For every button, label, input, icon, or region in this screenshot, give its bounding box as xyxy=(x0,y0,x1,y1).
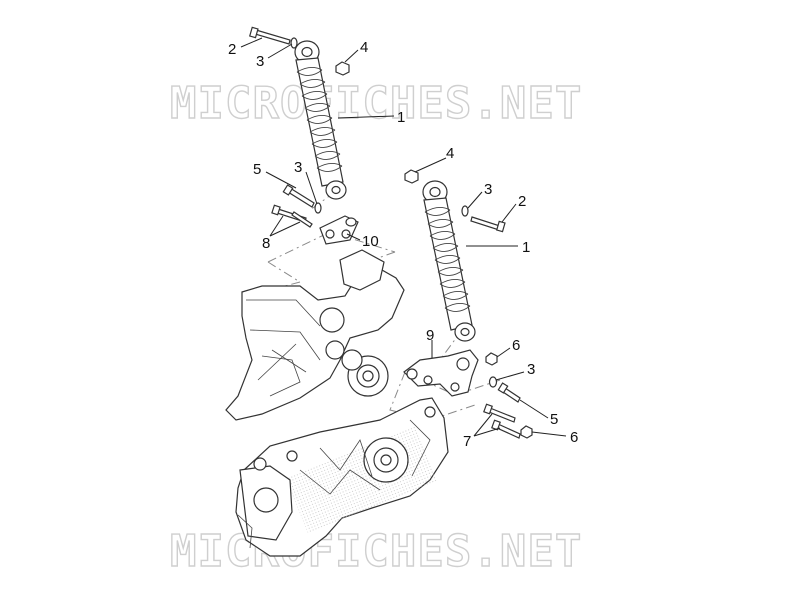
swing-arm xyxy=(225,249,405,421)
callout-2: 2 xyxy=(518,193,526,210)
callout-5: 5 xyxy=(253,161,261,178)
callout-9: 9 xyxy=(426,327,434,344)
callout-3: 3 xyxy=(256,53,264,70)
watermark-top: MICROFICHES.NET xyxy=(170,78,582,129)
mounting-bracket xyxy=(403,349,479,397)
watermark-bottom: MICROFICHES.NET xyxy=(170,526,582,577)
callout-5: 5 xyxy=(550,411,558,428)
callout-6: 6 xyxy=(570,429,578,446)
callout-6: 6 xyxy=(512,337,520,354)
callout-7: 7 xyxy=(463,433,471,450)
callout-4: 4 xyxy=(360,39,368,56)
callout-10: 10 xyxy=(362,233,379,250)
leader-lines xyxy=(240,37,567,437)
callout-3: 3 xyxy=(527,361,535,378)
shock-absorber-left xyxy=(294,40,347,200)
callout-8: 8 xyxy=(262,235,270,252)
shock-absorber-right xyxy=(422,180,476,342)
callout-3: 3 xyxy=(484,181,492,198)
callout-2: 2 xyxy=(228,41,236,58)
hardware-parts xyxy=(248,26,533,439)
callout-1: 1 xyxy=(397,109,405,126)
callout-4: 4 xyxy=(446,145,454,162)
callout-1: 1 xyxy=(522,239,530,256)
callout-numbers: 2 3 4 1 5 3 8 10 4 3 2 1 9 6 3 5 7 6 xyxy=(228,39,578,450)
engine-crankcase xyxy=(235,397,449,557)
callout-3: 3 xyxy=(294,159,302,176)
